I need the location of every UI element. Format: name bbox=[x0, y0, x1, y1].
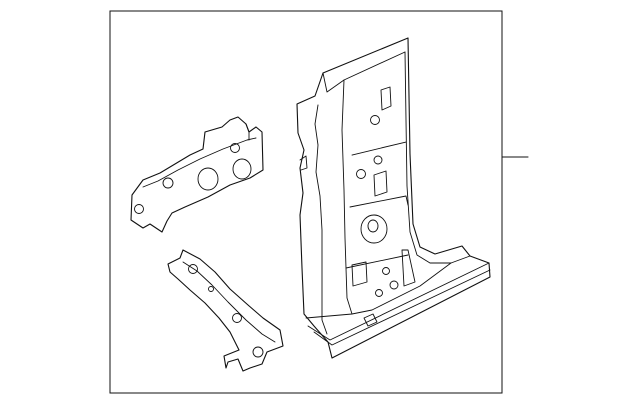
lower-bracket-hole-3 bbox=[232, 313, 242, 323]
lower-bracket-hole-1 bbox=[188, 264, 198, 274]
pillar-outer-outline bbox=[296, 37, 491, 359]
pillar-sill-flange bbox=[305, 262, 452, 319]
upper-pillar-bracket bbox=[130, 116, 264, 233]
pillar-hole-6 bbox=[375, 289, 383, 297]
pillar-slot-upper bbox=[380, 86, 392, 111]
upper-bracket-hole-4 bbox=[232, 158, 252, 180]
upper-bracket-outline bbox=[130, 116, 264, 233]
upper-bracket-hole-1 bbox=[134, 204, 144, 214]
pillar-cross-member-3 bbox=[345, 254, 409, 269]
pillar-cross-member-1 bbox=[351, 141, 407, 156]
upper-bracket-hole-2 bbox=[162, 177, 174, 189]
pillar-hole-large bbox=[360, 214, 388, 244]
pillar-slot-bottom bbox=[363, 313, 378, 327]
lower-bracket-hole-2 bbox=[208, 286, 214, 292]
pillar-hole-1 bbox=[370, 115, 380, 125]
pillar-cross-member-2 bbox=[349, 195, 409, 208]
pillar-left-notch bbox=[299, 155, 308, 171]
upper-bracket-flange bbox=[142, 137, 257, 188]
pillar-sill-lip bbox=[307, 262, 490, 341]
pillar-cutout-lower bbox=[401, 249, 416, 287]
pillar-rib-left bbox=[341, 79, 353, 315]
pillar-slot-lower bbox=[351, 261, 368, 287]
pillar-inner-edge bbox=[314, 104, 328, 335]
pillar-hole-2 bbox=[373, 155, 383, 165]
upper-bracket-hole-5 bbox=[230, 143, 240, 153]
pillar-hole-4 bbox=[382, 267, 390, 275]
pillar-hole-3 bbox=[356, 169, 366, 179]
pillar-front-face bbox=[322, 51, 406, 93]
diagram-frame bbox=[109, 10, 503, 394]
pillar-hole-large-inner bbox=[367, 219, 379, 233]
lower-pillar-bracket bbox=[167, 249, 284, 372]
pillar-rib-right bbox=[404, 51, 471, 264]
upper-bracket-edge bbox=[245, 123, 250, 141]
pillar-hole-5 bbox=[389, 280, 399, 290]
center-pillar-inner-panel bbox=[296, 37, 491, 359]
lower-bracket-hole-4 bbox=[252, 346, 264, 358]
pillar-sill-lip-2 bbox=[313, 269, 491, 346]
upper-bracket-hole-3 bbox=[197, 167, 219, 191]
lower-bracket-outline bbox=[167, 249, 284, 372]
pillar-slot-middle bbox=[373, 170, 388, 197]
